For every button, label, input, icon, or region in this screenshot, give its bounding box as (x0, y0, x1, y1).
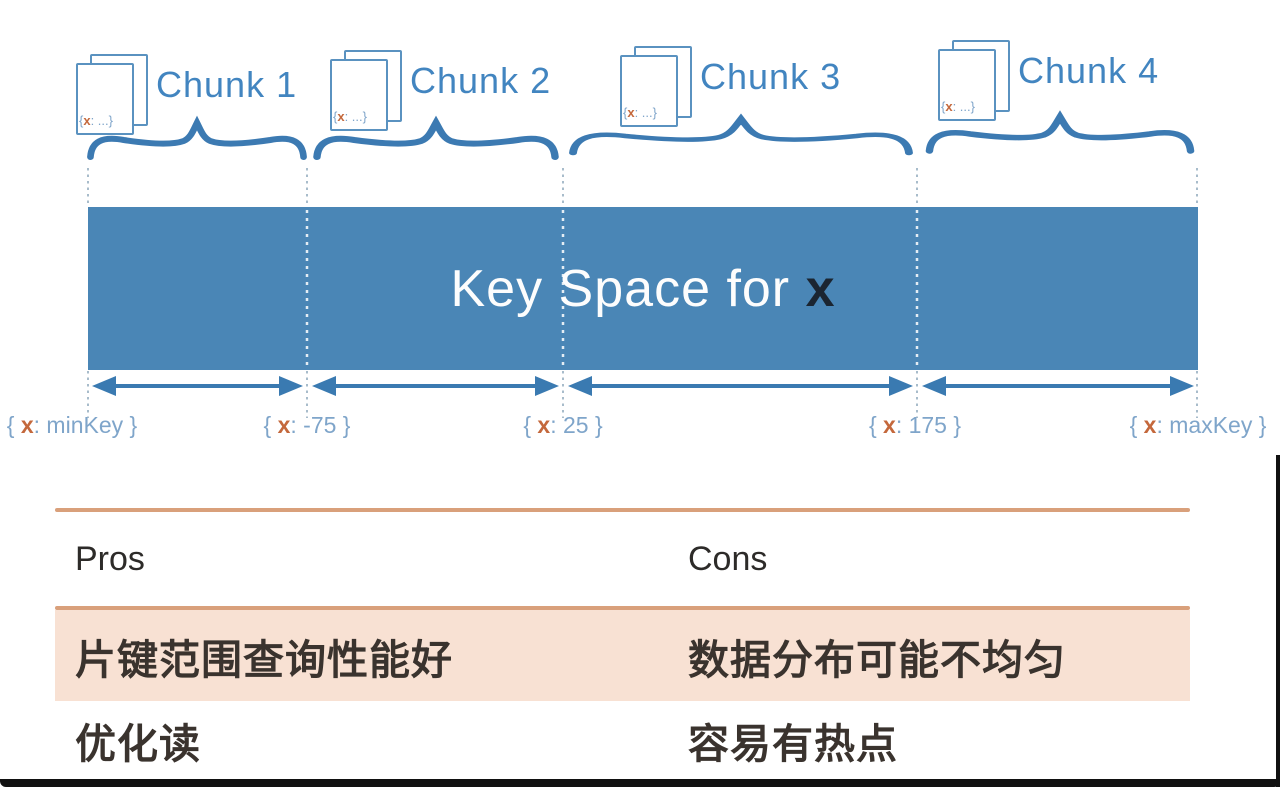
brace-chunk-1 (86, 110, 308, 162)
icon-label-open: { (333, 109, 338, 124)
label-open-brace: { (6, 412, 21, 438)
table-header-row: Pros Cons (55, 512, 1190, 606)
frame-edge-right (1276, 455, 1280, 787)
chunk-3-label: Chunk 3 (700, 56, 842, 97)
document-page-front (76, 63, 134, 135)
chunk-4-group: {x: ...} Chunk 4 (938, 40, 1159, 124)
cons-header: Cons (688, 539, 768, 578)
arrowhead-left-1 (92, 376, 116, 396)
icon-label-key: x (337, 109, 345, 124)
icon-label-rest: : ...} (952, 99, 975, 114)
icon-label-open: { (79, 113, 84, 128)
arrowhead-right-1 (279, 376, 303, 396)
label-close-brace: } (588, 412, 603, 438)
label-key: x (277, 412, 291, 438)
label-close-brace: } (336, 412, 351, 438)
label-open-brace: { (1129, 412, 1144, 438)
label-close-brace: } (1252, 412, 1267, 438)
key-space-bar: Key Space for x (88, 207, 1198, 370)
icon-label-key: x (945, 99, 953, 114)
arrowhead-left-2 (312, 376, 336, 396)
key-space-title: Key Space for x (451, 259, 836, 319)
range-label-175: { x: 175 } (869, 412, 961, 439)
range-label-neg75: { x: -75 } (264, 412, 351, 439)
label-key: x (537, 412, 551, 438)
arrowhead-right-4 (1170, 376, 1194, 396)
document-icon-label: {x: ...} (333, 109, 367, 124)
icon-label-key: x (83, 113, 91, 128)
range-label-minkey: { x: minKey } (7, 412, 137, 439)
chunk-2-label: Chunk 2 (410, 60, 552, 101)
document-icon-label: {x: ...} (941, 99, 975, 114)
icon-label-rest: : ...} (634, 105, 657, 120)
pros-cell-2: 优化读 (75, 721, 201, 767)
range-label-maxkey: { x: maxKey } (1130, 412, 1267, 439)
table-top-rule (55, 508, 1190, 512)
range-label-25: { x: 25 } (523, 412, 602, 439)
document-icon-label: {x: ...} (79, 113, 113, 128)
pros-cons-table: Pros Cons 片键范围查询性能好 数据分布可能不均匀 优化读 容易有热点 (55, 508, 1190, 779)
label-key: x (1143, 412, 1157, 438)
chunk-3-group: {x: ...} Chunk 3 (620, 46, 841, 130)
label-open-brace: { (868, 412, 884, 438)
arrowhead-right-3 (889, 376, 913, 396)
table-row: 优化读 容易有热点 (55, 701, 1190, 779)
arrowhead-left-3 (568, 376, 592, 396)
boundaries-and-arrows (87, 168, 1198, 418)
chunk-4-label: Chunk 4 (1018, 50, 1160, 91)
brace-chunk-4 (924, 104, 1196, 156)
key-space-title-text: Key Space for (450, 259, 806, 318)
chunk-1-label: Chunk 1 (156, 64, 298, 105)
key-space-shard-key: x (805, 259, 836, 318)
document-icon-label: {x: ...} (623, 105, 657, 120)
icon-label-open: { (623, 105, 628, 120)
frame-edge-bottom (0, 779, 1280, 787)
icon-label-rest: : ...} (344, 109, 367, 124)
chunk-2-group: {x: ...} Chunk 2 (330, 50, 551, 134)
document-stack-icon: {x: ...} (938, 40, 1016, 124)
label-key: x (20, 412, 34, 438)
label-value: : 25 (550, 412, 589, 438)
table-header-rule (55, 606, 1190, 610)
brace-chunk-3 (566, 106, 916, 158)
label-open-brace: { (263, 412, 278, 438)
pros-cell-1: 片键范围查询性能好 (75, 636, 453, 683)
document-stack-icon: {x: ...} (330, 50, 408, 134)
arrowhead-right-2 (535, 376, 559, 396)
icon-label-open: { (941, 99, 946, 114)
document-stack-icon: {x: ...} (76, 54, 154, 138)
brace-chunk-2 (312, 110, 560, 162)
icon-label-rest: : ...} (90, 113, 113, 128)
label-value: : -75 (290, 412, 337, 438)
icon-label-key: x (627, 105, 635, 120)
cons-cell-1: 数据分布可能不均匀 (688, 636, 1066, 683)
pros-header: Pros (75, 539, 145, 578)
document-page-front (938, 49, 996, 121)
chunk-1-group: {x: ...} Chunk 1 (76, 54, 297, 138)
document-page-front (330, 59, 388, 131)
label-close-brace: } (123, 412, 138, 438)
label-key: x (883, 412, 896, 438)
label-open-brace: { (523, 412, 538, 438)
label-value: : maxKey (1156, 412, 1253, 438)
cons-cell-2: 容易有热点 (688, 721, 898, 767)
label-value: : minKey (33, 412, 124, 438)
document-page-front (620, 55, 678, 127)
label-close-brace: } (946, 412, 962, 438)
label-value: : 175 (895, 412, 947, 438)
document-stack-icon: {x: ...} (620, 46, 698, 130)
arrowhead-left-4 (922, 376, 946, 396)
table-row: 片键范围查询性能好 数据分布可能不均匀 (55, 610, 1190, 701)
